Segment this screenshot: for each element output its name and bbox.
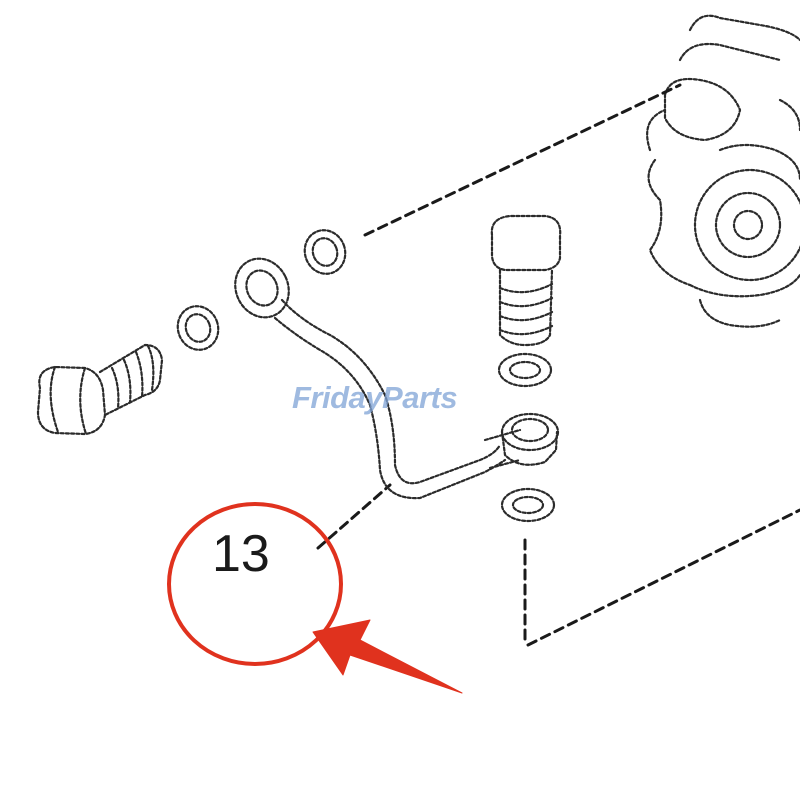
banjo-bolt-right bbox=[490, 214, 562, 347]
callout-number: 13 bbox=[212, 525, 270, 583]
washer-right-bottom bbox=[500, 487, 556, 523]
housing-outline bbox=[646, 14, 800, 328]
watermark-logo: FridayParts bbox=[292, 380, 458, 415]
leader-line-bottom bbox=[526, 508, 800, 647]
washer-left bbox=[176, 305, 220, 351]
washer-right-top bbox=[497, 352, 553, 388]
banjo-bolt-left bbox=[36, 343, 164, 436]
leader-line-callout bbox=[316, 483, 392, 550]
oil-pipe-13 bbox=[234, 257, 560, 500]
leader-line-top bbox=[363, 83, 682, 237]
washer-upper bbox=[303, 229, 347, 275]
highlight-circle-icon bbox=[167, 502, 343, 666]
pointer-arrow-icon bbox=[312, 619, 463, 694]
